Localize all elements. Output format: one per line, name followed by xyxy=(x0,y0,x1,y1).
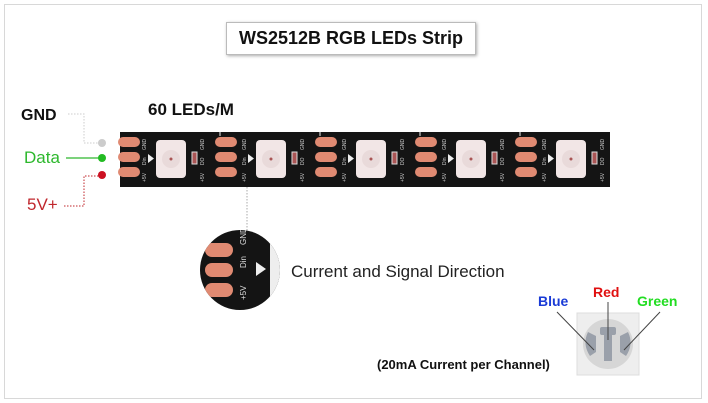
direction-arrow-icon xyxy=(256,262,266,276)
pad-label: GND xyxy=(342,139,348,151)
pad-label: Din xyxy=(342,157,348,165)
5v-label: 5V+ xyxy=(27,195,58,214)
led-die xyxy=(169,157,173,161)
pad-label: +5V xyxy=(600,172,606,182)
solder-pad xyxy=(515,167,537,177)
solder-pad xyxy=(118,152,140,162)
capacitor xyxy=(591,151,598,165)
red-label: Red xyxy=(593,284,620,300)
solder-pad xyxy=(315,152,337,162)
pad-label: DO xyxy=(400,157,406,165)
svg-text:GND: GND xyxy=(239,227,248,245)
led-die xyxy=(369,157,373,161)
data-dot xyxy=(98,154,106,162)
magnified-view: GND Din +5V xyxy=(200,227,280,310)
led-die xyxy=(269,157,273,161)
solder-pad xyxy=(415,167,437,177)
5v-wire xyxy=(64,175,100,207)
solder-pad xyxy=(118,137,140,147)
gnd-wire xyxy=(68,113,100,144)
pad-label: Din xyxy=(142,157,148,165)
blue-label: Blue xyxy=(538,293,569,309)
solder-pad xyxy=(415,137,437,147)
gnd-label: GND xyxy=(21,107,57,124)
direction-arrow-icon xyxy=(448,154,454,163)
diagram-title: WS2512B RGB LEDs Strip xyxy=(226,22,476,55)
direction-arrow-icon xyxy=(248,154,254,163)
solder-pad xyxy=(215,137,237,147)
solder-pad xyxy=(515,137,537,147)
pad-label: +5V xyxy=(542,172,548,182)
gnd-dot xyxy=(98,139,106,147)
pad-label: +5V xyxy=(300,172,306,182)
solder-pad xyxy=(215,152,237,162)
solder-pad xyxy=(315,167,337,177)
pad-label: GND xyxy=(242,139,248,151)
capacitor xyxy=(491,151,498,165)
svg-text:+5V: +5V xyxy=(239,285,248,300)
5v-dot xyxy=(98,171,106,179)
pad-label: +5V xyxy=(442,172,448,182)
pad-label: GND xyxy=(400,139,406,151)
direction-arrow-icon xyxy=(348,154,354,163)
pad-label: GND xyxy=(542,139,548,151)
pad-label: +5V xyxy=(200,172,206,182)
data-label: Data xyxy=(24,148,60,167)
pad-label: GND xyxy=(500,139,506,151)
pad-label: DO xyxy=(500,157,506,165)
pad-label: DO xyxy=(600,157,606,165)
density-label: 60 LEDs/M xyxy=(148,100,234,119)
pad-label: GND xyxy=(200,139,206,151)
pad-label: +5V xyxy=(500,172,506,182)
green-label: Green xyxy=(637,293,678,309)
solder-pad xyxy=(315,137,337,147)
direction-arrow-icon xyxy=(548,154,554,163)
green-pointer xyxy=(623,311,661,351)
pad-label: GND xyxy=(142,139,148,151)
current-note: (20mA Current per Channel) xyxy=(377,357,550,372)
pad-label: DO xyxy=(200,157,206,165)
pad-label: GND xyxy=(442,139,448,151)
solder-pad xyxy=(515,152,537,162)
solder-pad xyxy=(415,152,437,162)
pad-label: +5V xyxy=(242,172,248,182)
svg-text:Din: Din xyxy=(239,256,248,268)
capacitor xyxy=(291,151,298,165)
pad-label: Din xyxy=(542,157,548,165)
pad-label: GND xyxy=(600,139,606,151)
solder-pad xyxy=(215,167,237,177)
led-die xyxy=(569,157,573,161)
pad-label: Din xyxy=(242,157,248,165)
pad-label: GND xyxy=(300,139,306,151)
solder-pad xyxy=(118,167,140,177)
blue-pointer xyxy=(556,311,595,351)
pad-label: +5V xyxy=(400,172,406,182)
capacitor xyxy=(391,151,398,165)
pad-label: DO xyxy=(300,157,306,165)
led-die xyxy=(469,157,473,161)
pad-label: +5V xyxy=(142,172,148,182)
direction-arrow-icon xyxy=(148,154,154,163)
direction-label: Current and Signal Direction xyxy=(291,262,505,281)
diagram-frame xyxy=(4,4,702,399)
capacitor xyxy=(191,151,198,165)
pad-label: Din xyxy=(442,157,448,165)
pad-label: +5V xyxy=(342,172,348,182)
